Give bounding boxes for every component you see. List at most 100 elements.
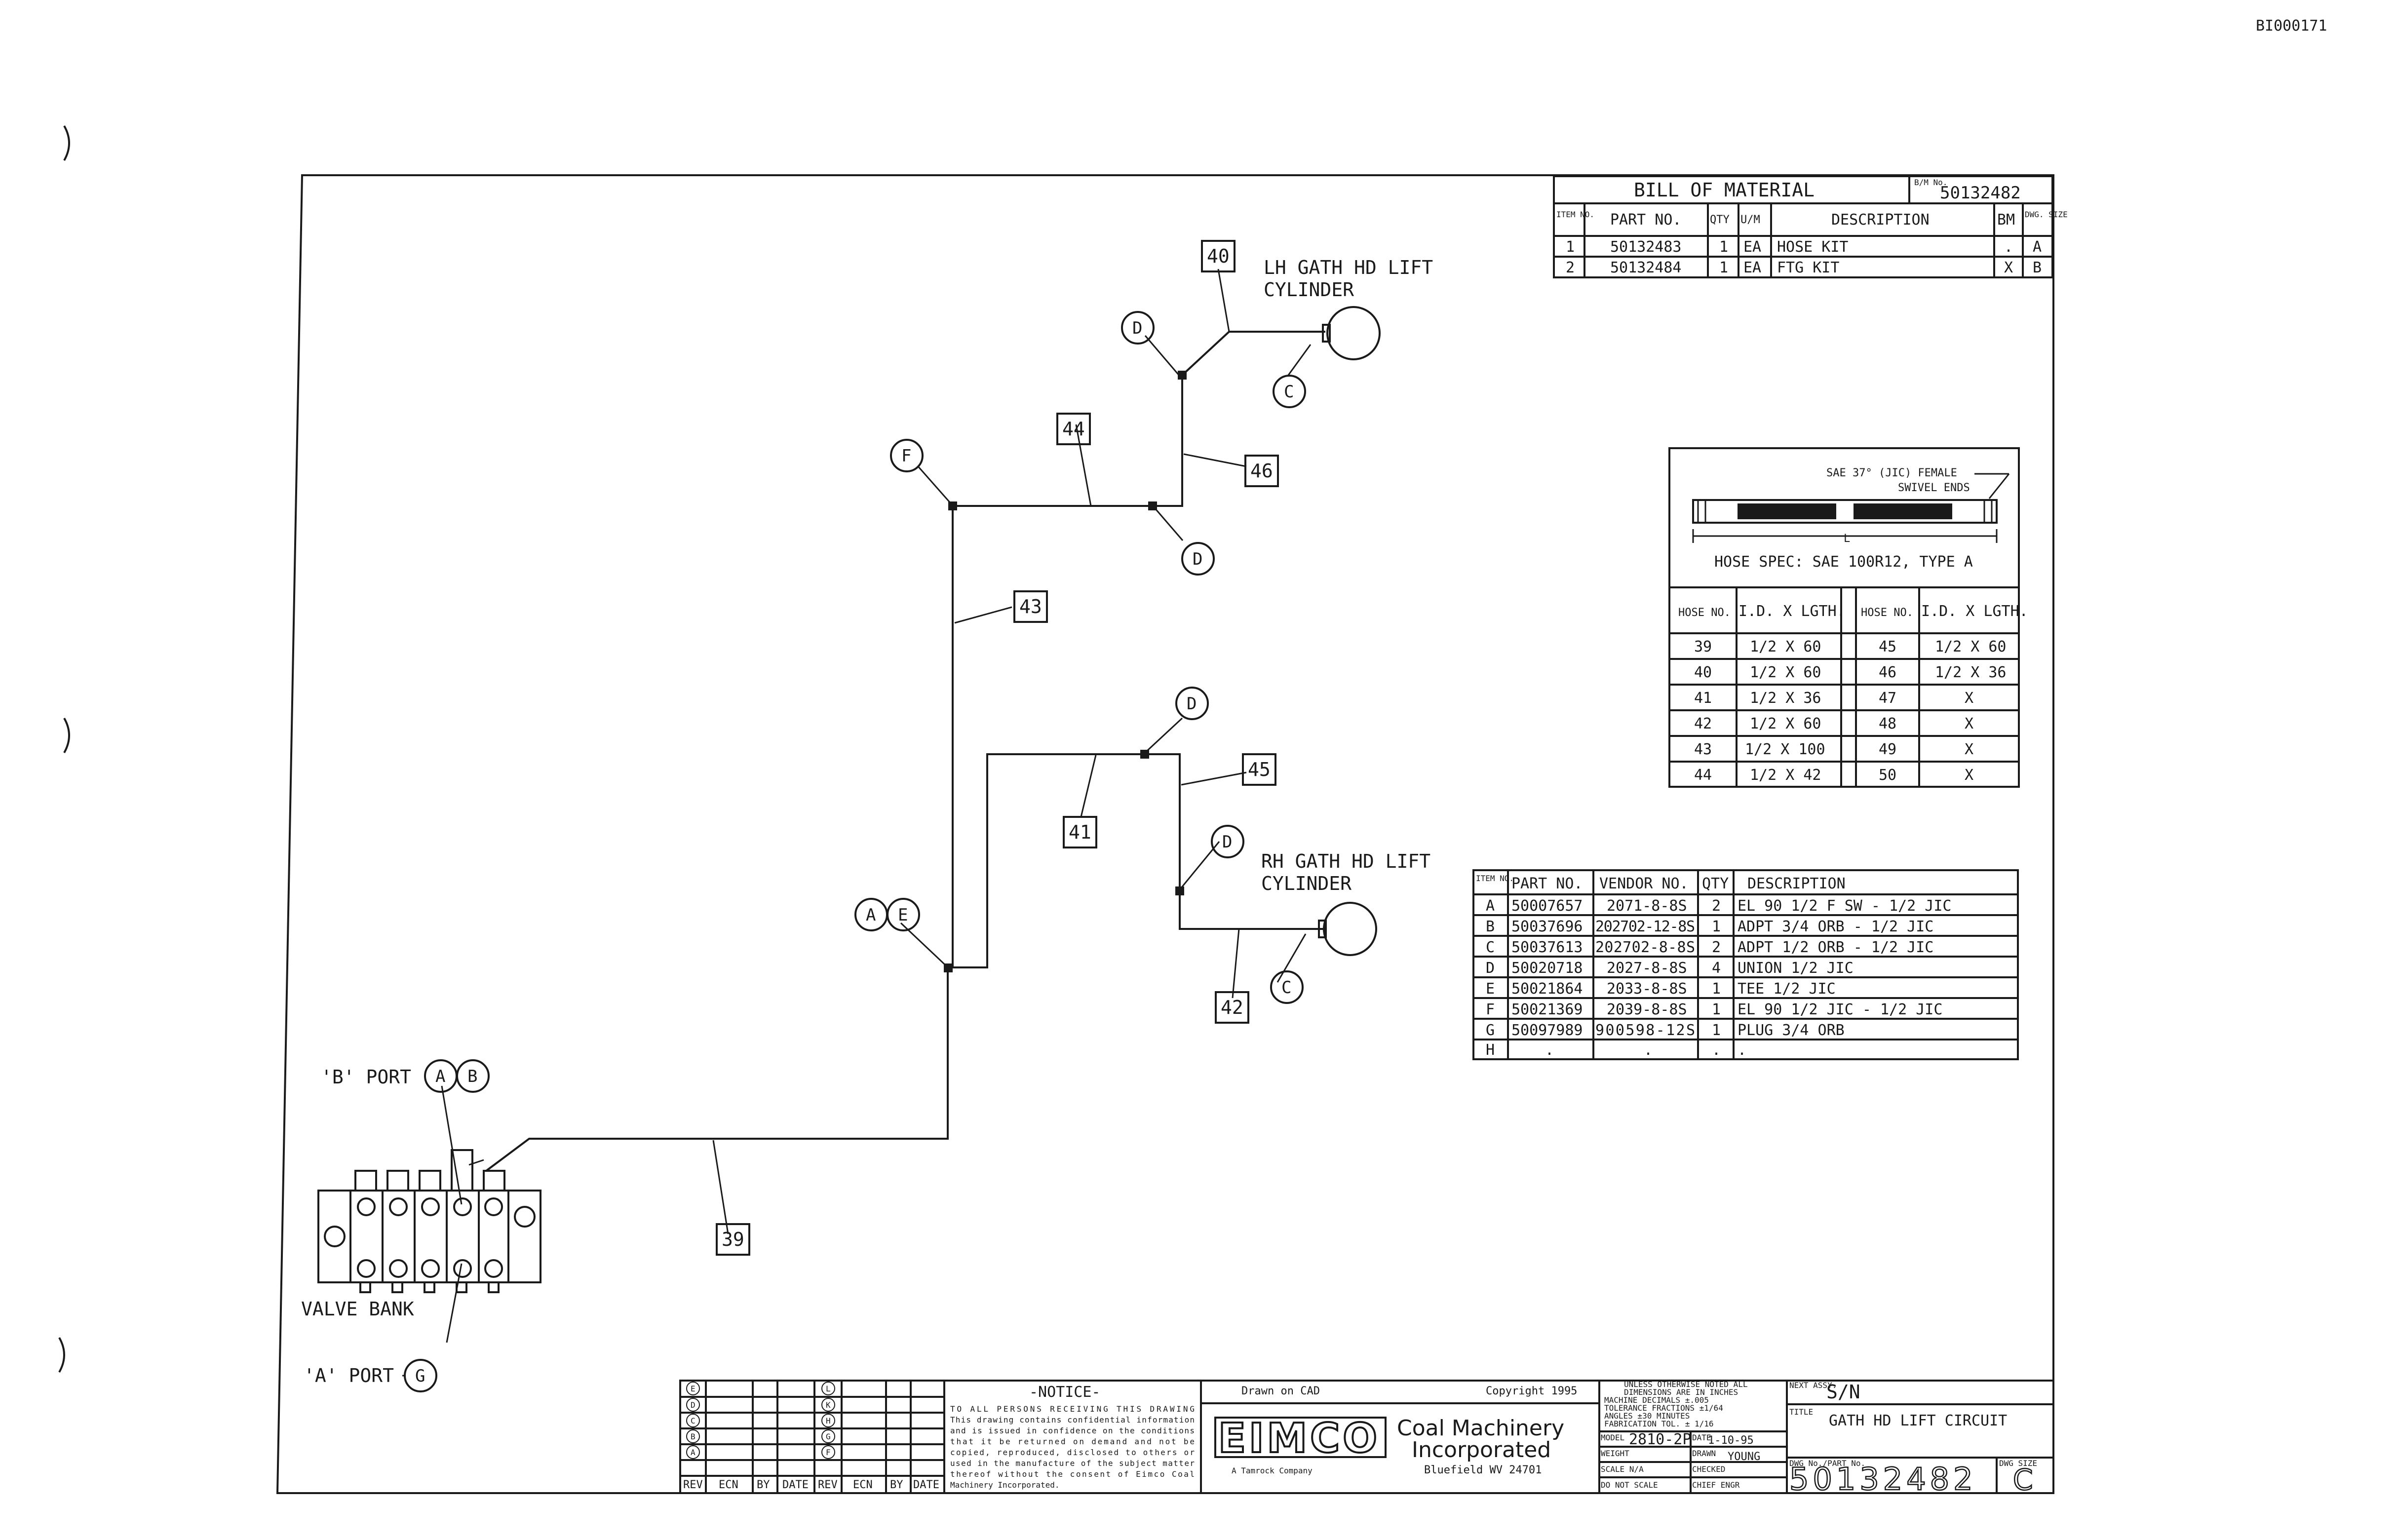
- item-tag-41: 41: [1063, 816, 1097, 848]
- item-tag-43: 43: [1013, 590, 1048, 623]
- hose-illustration: [1692, 473, 2010, 543]
- svg-text:40: 40: [1207, 245, 1230, 267]
- svg-text:G: G: [1486, 1022, 1495, 1039]
- fitting-tag-c-2: C: [1270, 970, 1304, 1004]
- notice-title: -NOTICE-: [1029, 1384, 1101, 1401]
- company-name-2: Incorporated: [1412, 1437, 1551, 1463]
- bom-header-size: DWG. SIZE: [2025, 210, 2068, 219]
- item-tag-46: 46: [1244, 455, 1279, 487]
- svg-text:41: 41: [1694, 690, 1712, 707]
- svg-text:48: 48: [1879, 715, 1896, 732]
- fitting-markers: [944, 371, 1187, 972]
- bom-number: 50132482: [1940, 183, 2021, 203]
- svg-text:C: C: [1284, 382, 1294, 402]
- bom-header-bm: BM: [1997, 211, 2015, 229]
- lh-cylinder-label-2: CYLINDER: [1264, 279, 1354, 301]
- fitting-tag-c-1: C: [1273, 375, 1306, 408]
- item-tag-42: 42: [1215, 991, 1249, 1024]
- svg-text:50021369: 50021369: [1511, 1001, 1583, 1018]
- fit-header-qty: QTY: [1702, 875, 1729, 892]
- bom-title: BILL OF MATERIAL: [1634, 179, 1815, 201]
- svg-text:2: 2: [1712, 897, 1721, 915]
- svg-text:This drawing contains confiden: This drawing contains confidential infor…: [950, 1415, 1195, 1424]
- svg-text:F: F: [1486, 1001, 1495, 1018]
- bom-row1-desc: HOSE KIT: [1777, 238, 1849, 256]
- svg-text:H: H: [1486, 1041, 1495, 1059]
- svg-text:C: C: [1281, 978, 1291, 998]
- svg-text:202702-12-8S: 202702-12-8S: [1595, 918, 1695, 935]
- rh-cylinder-symbol: [1318, 902, 1377, 956]
- svg-text:1/2 X 60: 1/2 X 60: [1750, 715, 1821, 732]
- svg-text:900598-12S: 900598-12S: [1595, 1022, 1695, 1039]
- svg-text:DWG SIZE: DWG SIZE: [1999, 1459, 2037, 1468]
- fit-header-item: ITEM NO.: [1476, 874, 1514, 883]
- svg-text:A: A: [1486, 897, 1495, 915]
- svg-text:X: X: [1965, 715, 1973, 732]
- corner-document-id: BI000171: [2256, 17, 2327, 35]
- svg-text:D: D: [691, 1400, 695, 1410]
- svg-text:1/2 X 36: 1/2 X 36: [1935, 664, 2007, 681]
- svg-text:PLUG 3/4 ORB: PLUG 3/4 ORB: [1738, 1022, 1845, 1039]
- svg-text:DWG No./PART No.: DWG No./PART No.: [1789, 1459, 1865, 1468]
- svg-text:SCALE N/A: SCALE N/A: [1601, 1464, 1644, 1474]
- svg-text:2071-8-8S: 2071-8-8S: [1607, 897, 1687, 915]
- item-tag-44: 44: [1056, 413, 1091, 445]
- svg-text:REV: REV: [818, 1479, 838, 1491]
- svg-text:DATE: DATE: [1692, 1433, 1711, 1442]
- rh-cylinder-label-2: CYLINDER: [1261, 873, 1352, 894]
- svg-text:202702-8-8S: 202702-8-8S: [1595, 939, 1695, 956]
- hose-header-id-1: I.D. X LGTH.: [1738, 603, 1846, 620]
- drawn-by: YOUNG: [1728, 1451, 1760, 1463]
- drawing-size: C: [2013, 1463, 2033, 1497]
- svg-text:1/2 X 36: 1/2 X 36: [1750, 690, 1821, 707]
- company-name-1: Coal Machinery: [1397, 1416, 1564, 1441]
- svg-text:Machinery Incorporated.: Machinery Incorporated.: [950, 1480, 1060, 1490]
- svg-text:50007657: 50007657: [1511, 897, 1583, 915]
- svg-text:.: .: [1545, 1041, 1554, 1059]
- svg-text:DO NOT SCALE: DO NOT SCALE: [1601, 1480, 1658, 1490]
- svg-text:A: A: [435, 1067, 445, 1086]
- svg-text:45: 45: [1248, 759, 1271, 780]
- svg-text:B: B: [1486, 918, 1495, 935]
- svg-text:L: L: [826, 1384, 831, 1393]
- hose-header-no-1: HOSE NO.: [1678, 607, 1731, 619]
- svg-text:39: 39: [1694, 638, 1712, 655]
- svg-text:1: 1: [1712, 1022, 1721, 1039]
- bom-row1-bm: .: [2004, 238, 2013, 256]
- svg-text:DATE: DATE: [782, 1479, 809, 1491]
- hose-header-no-2: HOSE NO.: [1861, 607, 1913, 619]
- svg-text:B: B: [691, 1432, 695, 1441]
- svg-text:H: H: [826, 1416, 831, 1425]
- fittings-table: ITEM NO. PART NO. VENDOR NO. QTY DESCRIP…: [1472, 869, 2019, 1060]
- svg-text:G: G: [415, 1366, 425, 1386]
- svg-text:42: 42: [1694, 715, 1712, 732]
- svg-text:ADPT 1/2 ORB - 1/2 JIC: ADPT 1/2 ORB - 1/2 JIC: [1738, 939, 1933, 956]
- revision-block: E D C B A L K H G F REV ECN BY DATE REV …: [679, 1380, 945, 1494]
- svg-text:F: F: [826, 1448, 831, 1457]
- svg-text:50097989: 50097989: [1511, 1022, 1583, 1039]
- svg-text:C: C: [1486, 939, 1495, 956]
- svg-text:44: 44: [1062, 418, 1085, 440]
- svg-text:E: E: [691, 1384, 695, 1393]
- svg-text:50021864: 50021864: [1511, 980, 1583, 998]
- svg-text:D: D: [1193, 549, 1202, 569]
- fitting-tag-b: B: [456, 1059, 490, 1093]
- notice-block: -NOTICE- TO ALL PERSONS RECEIVING THIS D…: [943, 1380, 1202, 1494]
- hose-end-note-2: SWIVEL ENDS: [1898, 482, 1970, 494]
- svg-text:NEXT ASSY.: NEXT ASSY.: [1789, 1381, 1837, 1390]
- company-location: Bluefield WV 24701: [1424, 1464, 1542, 1476]
- svg-text:1: 1: [1712, 918, 1721, 935]
- svg-text:1/2 X 100: 1/2 X 100: [1745, 741, 1825, 758]
- svg-text:1/2 X 42: 1/2 X 42: [1750, 767, 1821, 784]
- svg-text:.: .: [1738, 1041, 1746, 1059]
- svg-text:.: .: [1644, 1041, 1653, 1059]
- svg-text:40: 40: [1694, 664, 1712, 681]
- svg-text:D: D: [1486, 960, 1495, 977]
- svg-text:47: 47: [1879, 690, 1896, 707]
- svg-text:copied, reproduced, disclosed: copied, reproduced, disclosed to others …: [950, 1448, 1195, 1457]
- fitting-tag-f: F: [890, 439, 924, 472]
- svg-text:1/2 X 60: 1/2 X 60: [1750, 664, 1821, 681]
- a-port-label: 'A' PORT: [304, 1365, 394, 1386]
- svg-text:1/2 X 60: 1/2 X 60: [1935, 638, 2007, 655]
- fitting-tag-d-1: D: [1121, 311, 1155, 345]
